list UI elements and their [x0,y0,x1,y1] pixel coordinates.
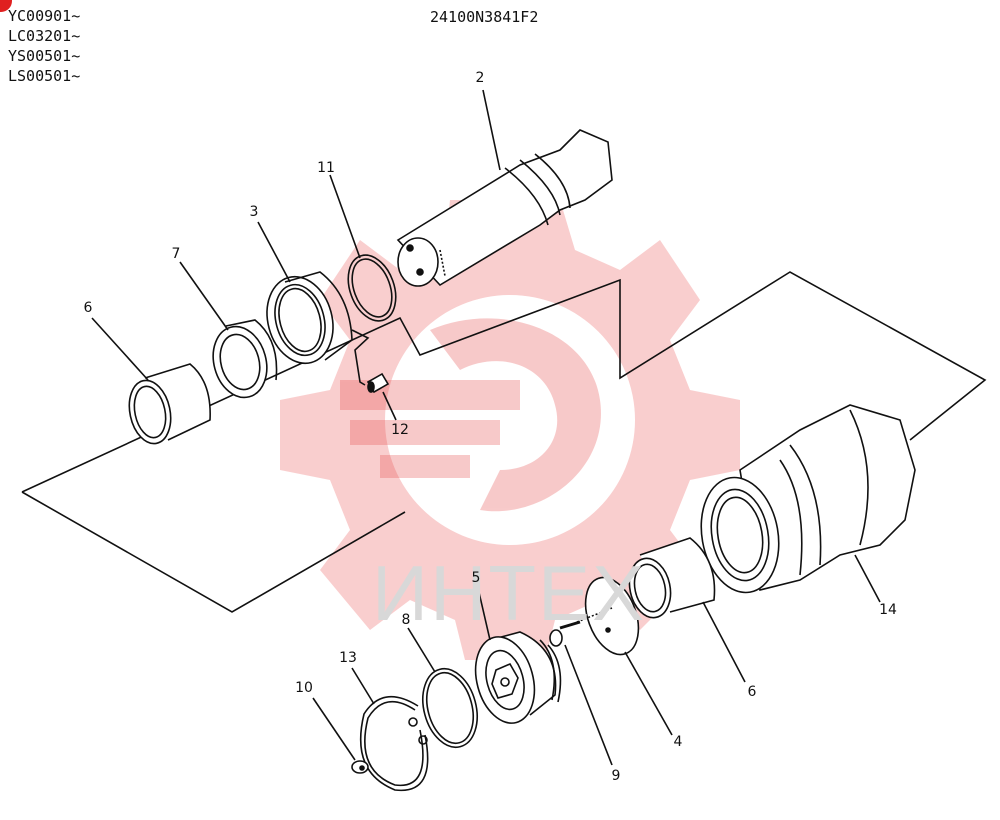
callout-10: 10 [295,680,313,696]
callout-9: 9 [611,768,621,784]
serial-number-list: YC00901~ LC03201~ YS00501~ LS00501~ [8,6,80,86]
callout-6-upper: 6 [83,300,93,316]
part-14-roller [700,404,916,594]
callout-2: 2 [475,70,485,86]
part-5-collar [474,631,562,724]
watermark-swoosh-icon [340,318,601,512]
assembly-outline-lower [21,491,406,613]
part-2-shaft [396,129,613,287]
serial-number: LC03201~ [8,27,81,45]
part-number-title: 24100N3841F2 [430,8,539,26]
callout-8: 8 [401,612,411,628]
serial-number: YS00501~ [8,47,81,65]
part-12-pin [366,372,390,394]
callout-12: 12 [391,422,409,438]
callout-11: 11 [317,160,335,176]
part-7-seal [212,319,278,399]
watermark-wrench-icon [385,295,635,545]
serial-number: YC00901~ [8,7,81,25]
watermark-text: ИНТЕХ [372,549,647,637]
part-6-bushing-upper [128,363,211,445]
part-11-o-ring [347,254,397,322]
callout-14: 14 [879,602,897,618]
serial-number: LS00501~ [8,67,81,85]
part-6-bushing-lower [628,537,716,619]
part-9-bolt [549,620,581,647]
callout-13: 13 [339,650,357,666]
part-8-o-ring [422,667,478,749]
callout-6-lower: 6 [747,684,757,700]
part-3-collar [266,271,370,386]
part-10-plug [351,760,369,774]
callout-5: 5 [471,570,481,586]
part-13-snap-ring [359,695,429,792]
callout-7: 7 [171,246,181,262]
callout-4: 4 [673,734,683,750]
assembly-outline [21,271,987,493]
callout-3: 3 [249,204,259,220]
